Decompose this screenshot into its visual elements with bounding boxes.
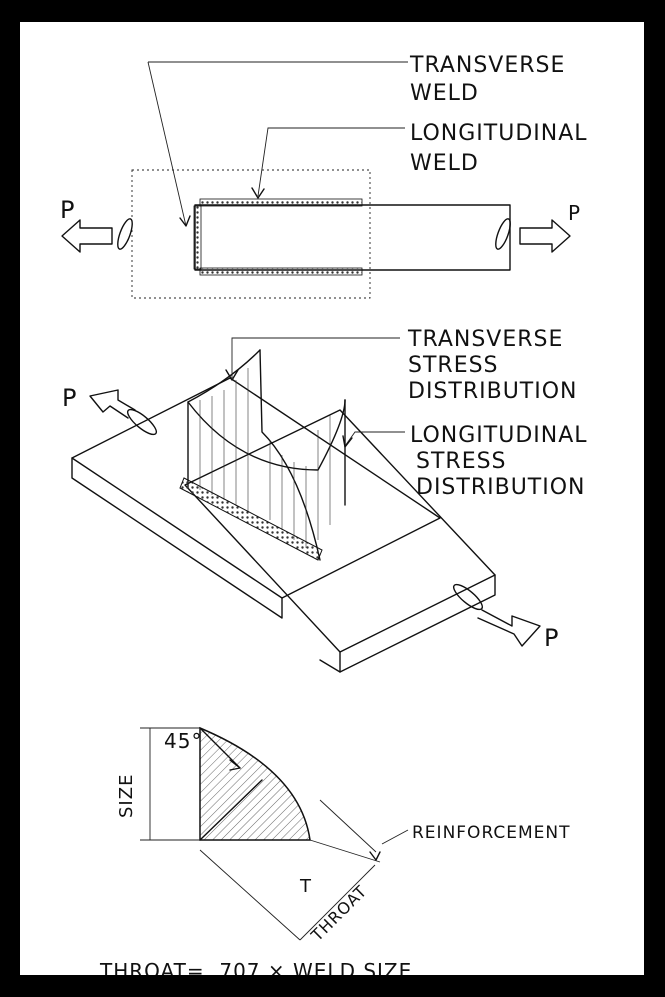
transverse-weld-bead [193, 205, 202, 270]
drawing-sheet: TRANSVERSE WELD LONGITUDINAL WELD P P [20, 22, 644, 975]
leader-longitudinal-stress [344, 431, 405, 447]
longitudinal-weld-top [199, 198, 363, 207]
label-transverse-stress-3: DISTRIBUTION [408, 379, 578, 404]
throat-line [199, 779, 263, 841]
label-load-mid-left: P [62, 384, 77, 412]
throat-extension [199, 839, 381, 941]
label-transverse-weld-2: WELD [410, 81, 479, 106]
label-t-mark: T [299, 876, 312, 897]
break-mark-mid-left [126, 408, 158, 436]
label-longitudinal-stress-2: STRESS [416, 449, 507, 474]
label-load-top-right: P [568, 201, 581, 225]
arrow-right-icon [519, 219, 571, 253]
left-plate-outline [131, 169, 371, 299]
weld-bead-iso [179, 477, 323, 561]
leader-transverse [147, 61, 187, 227]
stress-hatching [199, 368, 331, 548]
leader-transverse-stress [231, 337, 400, 378]
break-mark-right [495, 218, 511, 250]
size-dimension [140, 727, 200, 841]
transverse-stress-curve [187, 349, 261, 489]
weld-diagram: TRANSVERSE WELD LONGITUDINAL WELD P P [60, 53, 588, 975]
stress-front-edge [259, 349, 321, 561]
label-longitudinal-weld-1: LONGITUDINAL [410, 121, 588, 146]
break-mark-left [117, 218, 133, 250]
label-longitudinal-weld-2: WELD [410, 151, 479, 176]
label-load-mid-right: P [544, 624, 559, 652]
arrow-mid-left-icon [89, 389, 136, 419]
arrow-mid-right-icon [477, 609, 541, 647]
label-throat-dim: THROAT [307, 881, 371, 945]
label-load-top-left: P [60, 196, 75, 224]
fillet-section [140, 726, 409, 941]
label-transverse-stress-1: TRANSVERSE [407, 327, 563, 352]
label-size: SIZE [116, 774, 137, 818]
lower-plate-side [71, 457, 283, 619]
break-mark-mid-right [452, 583, 484, 611]
label-transverse-stress-2: STRESS [408, 353, 499, 378]
throat-dimension [299, 864, 376, 941]
upper-plate-side [339, 574, 496, 673]
longitudinal-stress-curve [187, 399, 346, 471]
label-angle: 45° [164, 729, 202, 753]
caption: THROAT= .707 × WELD SIZE [99, 959, 412, 975]
right-plate-outline [194, 204, 511, 271]
lower-plate-top [71, 377, 441, 599]
label-longitudinal-stress-1: LONGITUDINAL [410, 423, 588, 448]
leader-reinforcement [381, 829, 409, 845]
leader-longitudinal [257, 127, 405, 197]
label-reinforcement: REINFORCEMENT [412, 823, 571, 843]
label-longitudinal-stress-3: DISTRIBUTION [416, 475, 586, 500]
plan-view [61, 61, 571, 299]
longitudinal-weld-bottom [199, 267, 363, 276]
label-transverse-weld-1: TRANSVERSE [409, 53, 565, 78]
isometric-view [71, 337, 541, 673]
arrow-left-icon [61, 219, 113, 253]
